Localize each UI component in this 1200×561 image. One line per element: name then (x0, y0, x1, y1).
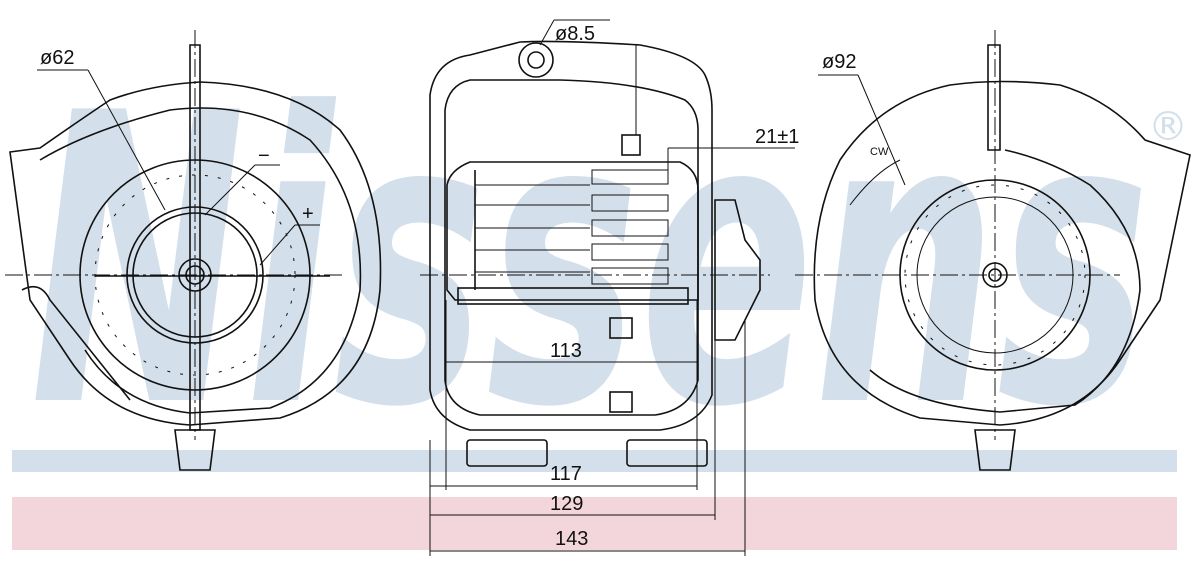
rotation-direction-label: CW (870, 146, 889, 158)
registered-mark: ® (1148, 104, 1188, 150)
middle-view (420, 19, 795, 556)
dimension-143: 143 (555, 528, 588, 550)
watermark-logo: Nissens (30, 30, 1150, 495)
dimension-113: 113 (550, 340, 582, 362)
right-view (795, 30, 1191, 471)
offset-dimension-label: 21±1 (755, 126, 799, 148)
dimension-129: 129 (550, 493, 583, 515)
watermark-band-pink (12, 497, 1177, 550)
left-view (5, 30, 382, 471)
hole-diameter-label: ø8.5 (555, 23, 595, 45)
plus-terminal-label: + (302, 203, 314, 225)
dimension-117: 117 (550, 463, 582, 485)
minus-terminal-label: − (258, 145, 270, 167)
left-diameter-label: ø62 (40, 47, 74, 69)
right-diameter-label: ø92 (822, 51, 856, 73)
watermark-band-blue (12, 450, 1177, 472)
